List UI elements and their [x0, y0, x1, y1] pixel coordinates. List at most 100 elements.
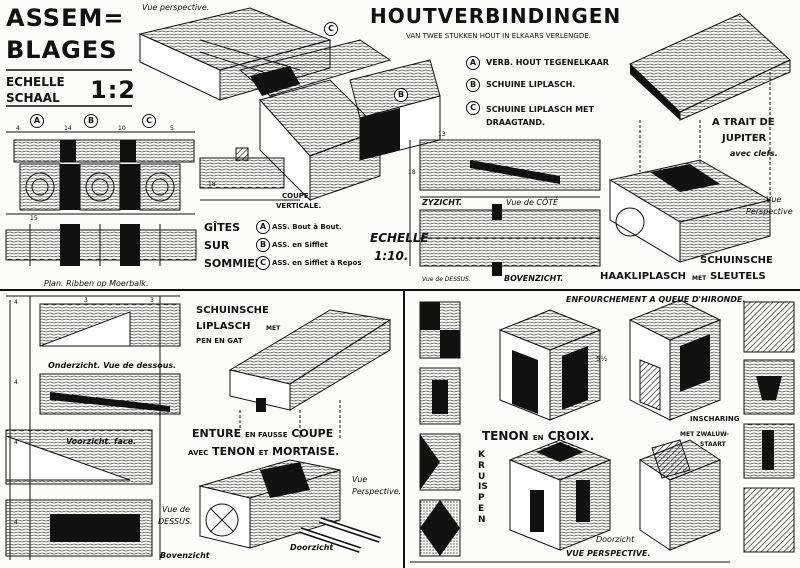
marker-c: C [142, 114, 156, 128]
schuinsche-bl: SCHUINSCHE [196, 305, 269, 316]
dim-5: 5 [170, 125, 174, 132]
gites-label: GÎTES [204, 221, 241, 234]
gites-marker-a: A [256, 220, 270, 234]
vue-de-bl: Vue de [162, 505, 190, 514]
enture-title-b: AVEC TENON ET MORTAISE. [188, 446, 339, 457]
dim-4: 4 [16, 125, 20, 132]
dim-18-mid: 18 [408, 169, 416, 176]
legend-marker-b: B [466, 78, 480, 92]
title-assem: ASSEM= [6, 4, 125, 32]
dim-10: 10 [118, 125, 126, 132]
croix-br-word: CROIX. [547, 429, 595, 443]
bl-dim-4: 4 [14, 379, 18, 386]
marker-b: B [84, 114, 98, 128]
legend-marker-c: C [466, 101, 480, 115]
doorzicht-br: Doorzicht [596, 535, 635, 544]
dovetail-side-squares [419, 301, 795, 557]
zyzicht-label: ZYZICHT. [422, 198, 463, 207]
marker-a: A [30, 114, 44, 128]
verticale-label: VERTICALE. [276, 202, 322, 210]
jupiter-joint [608, 13, 791, 263]
gites-drawing [199, 147, 300, 201]
haakliplasch-label: HAAKLIPLASCH [600, 271, 687, 282]
gites-marker-c: C [256, 256, 270, 270]
gites-a-text: ASS. Bout à Bout. [272, 223, 342, 231]
legend-b-text: SCHUINE LIPLASCH. [486, 80, 576, 89]
met-label: MET [692, 275, 707, 282]
mortaise-word: MORTAISE. [272, 445, 340, 458]
tenon-br-word: TENON [482, 429, 529, 443]
gites-c-text: ASS. en Sifflet à Repos [272, 259, 362, 267]
dim-14: 14 [64, 125, 72, 132]
legend-marker-a: A [466, 56, 480, 70]
vue-de-cote-label: Vue de CÔTÉ [506, 198, 559, 207]
tenon-en-croix: TENON EN CROIX. [482, 430, 594, 442]
dovetail-perspective [498, 299, 722, 421]
enture-word: ENTURE [192, 427, 242, 440]
bovenzicht-bl: Bovenzicht [160, 551, 210, 560]
en-br-word: EN [532, 434, 544, 442]
jupiter-line1: A TRAIT DE [712, 117, 775, 128]
zwaluw-label: MET ZWALUW- [680, 431, 729, 438]
main-subtitle: VAN TWEE STUKKEN HOUT IN ELKAARS VERLENG… [406, 32, 591, 40]
jupiter-line3: avec clefs. [730, 149, 778, 158]
vue-de-dessus-mid: Vue de DESSUS. [422, 276, 471, 283]
doorzicht-bl: Doorzicht [290, 543, 334, 552]
vue-perspective-top-label: Vue perspective. [142, 3, 210, 12]
vue-perspective-br: VUE PERSPECTIVE. [566, 549, 651, 558]
plan-caption: Plan. Ribben op Moerbalk. [44, 279, 149, 288]
sur-label: SUR [204, 239, 230, 252]
dessus-bl: DESSUS. [158, 517, 193, 526]
bl-dim-2: 3 [84, 297, 88, 304]
dim-5-half: 5½ [596, 355, 608, 363]
vue-bl-persp: Vue [352, 475, 368, 484]
dim-18: 18 [208, 181, 216, 188]
enfourchement-label: ENFOURCHEMENT A QUEUE D'HIRONDE. [566, 295, 746, 304]
tenon-word: TENON [212, 445, 255, 458]
cross-tenon-perspective [508, 439, 722, 551]
met-bl: MET [266, 325, 281, 332]
main-title: HOUTVERBINDINGEN [370, 4, 622, 28]
jupiter-line2: JUPITER [722, 133, 767, 144]
staart-label: STAART [700, 441, 726, 448]
en-fausse-word: EN FAUSSE [244, 431, 288, 439]
sommier-label: SOMMIER [204, 257, 264, 270]
schuinsche-top-right: SCHUINSCHE [700, 255, 773, 266]
avec-word: AVEC [188, 449, 209, 457]
schuinsche-liplasch-drawing [5, 295, 181, 560]
schaal-label: SCHAAL [6, 91, 60, 105]
legend-c-text: SCHUINE LIPLASCH MET DRAAGTAND. [486, 105, 594, 127]
coupe-label: COUPE [282, 192, 309, 200]
echelle-label: ECHELLE [6, 75, 65, 89]
dim-13-mid: 13 [438, 131, 446, 138]
side-views [409, 139, 601, 276]
liplasch-bl: LIPLASCH [196, 321, 251, 332]
marker-c-perspective: C [324, 22, 338, 36]
enture-perspective [198, 459, 381, 553]
bl-dim-3: 3 [150, 297, 154, 304]
legend-a-text: VERB. HOUT TEGENELKAAR [486, 58, 609, 67]
onderzicht-label: Onderzicht. Vue de dessous. [48, 361, 177, 370]
perspective-pen-en-gat [228, 309, 392, 440]
gites-b-text: ASS. en Sifflet [272, 241, 328, 249]
kruispen-label: KRUISPEN [478, 450, 488, 525]
enture-title-a: ENTURE EN FAUSSE COUPE [192, 428, 333, 439]
voorzicht-label: Voorzicht. face. [66, 437, 137, 446]
gites-marker-b: B [256, 238, 270, 252]
bovenzicht-mid: BOVENZICHT. [504, 274, 564, 283]
section-views-abc [5, 131, 197, 266]
scale-1-2: 1:2 [90, 76, 136, 104]
jupiter-vue: Vue [766, 195, 782, 204]
pen-en-gat-bl: PEN EN GAT [196, 337, 243, 345]
jupiter-perspective: Perspective [746, 207, 793, 216]
sleutels-label: SLEUTELS [710, 271, 766, 282]
bl-dim-1: 4 [14, 299, 18, 306]
et-word: ET [258, 449, 269, 457]
perspective-beams [138, 7, 441, 202]
echelle-mid: ECHELLE [370, 231, 429, 245]
echelle-mid-scale: 1:10. [374, 249, 409, 263]
title-blages: BLAGES [6, 36, 118, 64]
bl-dim-6: 4 [14, 519, 18, 526]
